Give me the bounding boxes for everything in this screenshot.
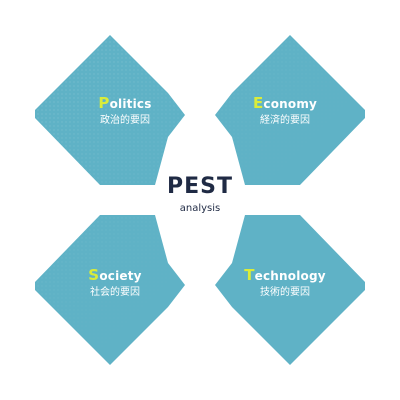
society-title: Society	[60, 266, 170, 285]
society-initial: S	[88, 266, 100, 284]
politics-title: Politics	[70, 94, 180, 113]
society-label: Society 社会的要因	[60, 266, 170, 299]
technology-title: Technology	[230, 266, 340, 285]
economy-label: Economy 経済的要因	[230, 94, 340, 127]
politics-initial: P	[98, 94, 110, 112]
society-subtitle: 社会的要因	[90, 286, 140, 298]
economy-title: Economy	[230, 94, 340, 113]
politics-arrow	[35, 35, 185, 185]
analysis-subtitle: analysis	[179, 203, 221, 214]
politics-subtitle: 政治的要因	[100, 114, 150, 126]
economy-initial: E	[252, 94, 264, 112]
economy-title-rest: conomy	[263, 97, 318, 111]
pest-title: PEST	[166, 174, 233, 199]
center-heading: PEST analysis	[135, 174, 265, 215]
economy-arrow	[215, 35, 365, 185]
politics-label: Politics 政治的要因	[70, 94, 180, 127]
economy-subtitle: 経済的要因	[260, 114, 310, 126]
technology-title-rest: echnology	[254, 269, 326, 283]
society-arrow	[35, 215, 185, 365]
technology-subtitle: 技術的要因	[260, 286, 310, 298]
technology-label: Technology 技術的要因	[230, 266, 340, 299]
technology-arrow	[215, 215, 365, 365]
society-title-rest: ociety	[99, 269, 142, 283]
technology-initial: T	[244, 266, 255, 284]
politics-title-rest: olitics	[109, 97, 152, 111]
